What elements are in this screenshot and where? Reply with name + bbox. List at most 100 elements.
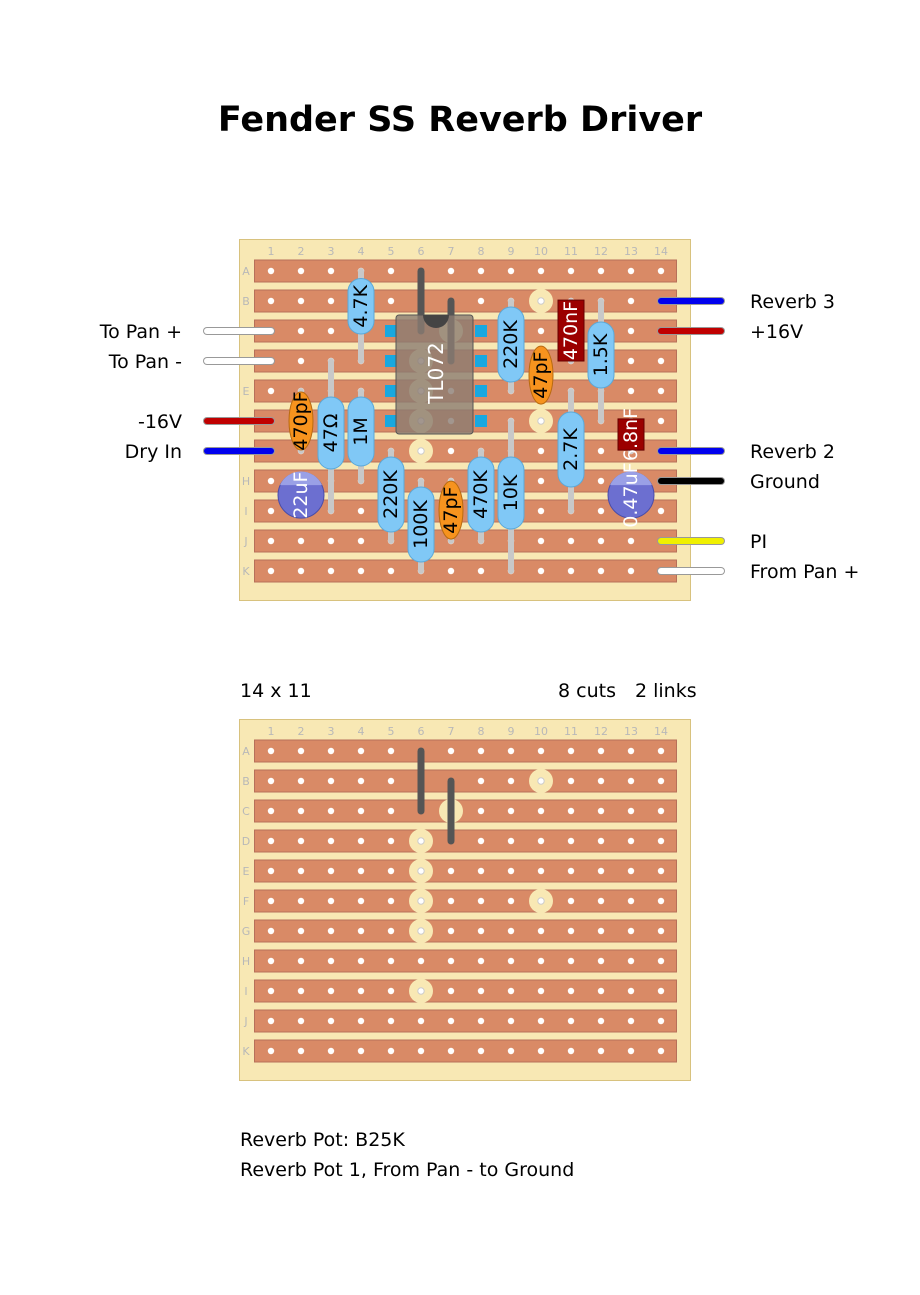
ic-notch [423,315,449,328]
hole [297,777,305,785]
hole [597,1017,605,1025]
hole [357,837,365,845]
ic-pin-pad [475,355,487,367]
ic-pin-pad [385,385,397,397]
hole [387,807,395,815]
hole [537,567,545,575]
resistor-value: 10K [500,474,522,511]
hole [537,477,545,485]
hole [297,267,305,275]
row-letter: D [242,835,250,848]
hole [477,1017,485,1025]
hole [627,927,635,935]
copper-strip [254,289,677,313]
hole [357,537,365,545]
hole [537,327,545,335]
hole [327,957,335,965]
hole [357,927,365,935]
row-letter: I [244,985,247,998]
resistor-value: 1M [350,417,372,445]
hole [537,267,545,275]
hole [387,1017,395,1025]
resistor-value: 220K [380,470,402,519]
row-letter: E [243,385,250,398]
hole [537,507,545,515]
hole [327,777,335,785]
hole [417,867,425,875]
hole [477,807,485,815]
column-number: 5 [388,725,395,738]
wire-label: Ground [750,471,820,493]
layout-board: 1234567891011121314ABCDEFGHIJKTo Pan +To… [99,239,859,601]
hole [297,927,305,935]
hole [447,987,455,995]
hole [417,1017,425,1025]
hole [507,807,515,815]
column-number: 6 [418,245,425,258]
column-number: 9 [508,725,515,738]
hole [297,867,305,875]
hole [447,957,455,965]
hole [387,267,395,275]
hole [597,537,605,545]
ceramic-capacitor [528,345,554,405]
hole [267,867,275,875]
cut-count: 8 cuts [558,680,616,702]
column-number: 1 [268,725,275,738]
hole [417,447,425,455]
column-number: 3 [328,725,335,738]
ic-label: TL072 [424,342,448,405]
hole [477,297,485,305]
hole [537,537,545,545]
hole [597,477,605,485]
column-number: 6 [418,725,425,738]
hole [357,507,365,515]
column-number: 5 [388,245,395,258]
capacitor-value: 47pF [440,487,462,534]
hole [507,987,515,995]
hole [597,447,605,455]
hole [267,267,275,275]
hole [357,777,365,785]
hole [657,507,665,515]
hole [297,1047,305,1055]
hole [567,867,575,875]
hole [267,1017,275,1025]
hole [597,987,605,995]
column-number: 10 [534,725,548,738]
hole [327,897,335,905]
hole [267,807,275,815]
copper-strip [254,529,677,553]
resistor-value: 220K [500,320,522,369]
resistor-value: 4.7K [350,284,372,327]
hole [387,747,395,755]
column-number: 2 [298,245,305,258]
copper-strip [254,1009,677,1033]
hole [657,957,665,965]
column-number: 13 [624,245,638,258]
hole [447,867,455,875]
hole [417,957,425,965]
wire-label: Reverb 2 [750,441,835,463]
hole [477,777,485,785]
hole [477,837,485,845]
film-capacitor [557,299,585,362]
hole [627,537,635,545]
hole [627,387,635,395]
column-number: 14 [654,245,668,258]
hole [477,267,485,275]
copper-strip [254,919,677,943]
hole [357,747,365,755]
hole [567,897,575,905]
column-number: 1 [268,245,275,258]
copper-strip [254,949,677,973]
hole [627,837,635,845]
hole [507,897,515,905]
hole [597,927,605,935]
hole [537,927,545,935]
hole [447,1017,455,1025]
hole [267,747,275,755]
hole [507,1047,515,1055]
copper-strip [254,859,677,883]
